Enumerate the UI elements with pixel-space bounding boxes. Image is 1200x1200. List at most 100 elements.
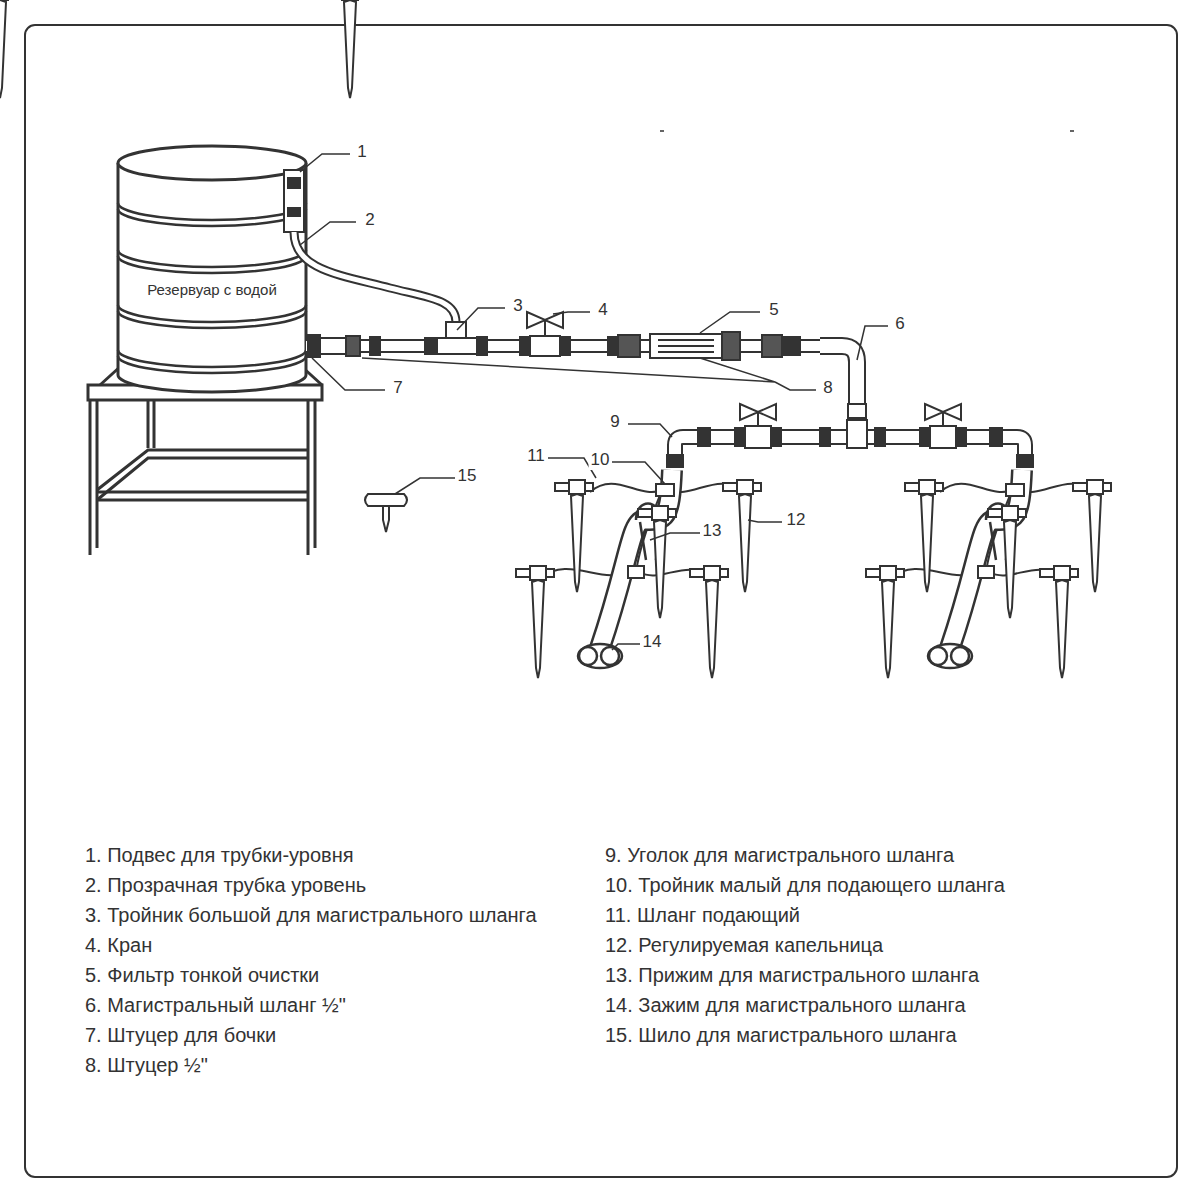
water-barrel [118, 203, 306, 226]
pipe-fitting [667, 420, 1033, 467]
barrel-stand [97, 492, 308, 500]
pipe-fitting [308, 335, 320, 357]
pipe-fitting [722, 332, 740, 360]
part-list-item: 10. Тройник малый для подающего шланга [605, 870, 1165, 900]
part-list-item: 14. Зажим для магистрального шланга [605, 990, 1165, 1020]
dripper-cluster [516, 566, 554, 678]
tube-holder [288, 208, 300, 216]
barrel-stand [90, 400, 315, 555]
part-list-item: 1. Подвес для трубки-уровня [85, 840, 555, 870]
valve-handle [925, 404, 961, 426]
callout-number: 15 [456, 466, 479, 486]
callout-number: 8 [821, 378, 834, 398]
tank-label-box: Резервуар с водой [143, 279, 281, 301]
barrel-stand [97, 450, 308, 500]
dripper-cluster [555, 480, 593, 592]
level-tube [294, 232, 456, 322]
leader-line [553, 312, 590, 314]
water-barrel [118, 250, 306, 273]
barrel-stand [88, 365, 322, 555]
legend-column: 1. Подвес для трубки-уровня2. Прозрачная… [85, 840, 555, 1080]
tube-holder [284, 170, 304, 232]
callout-number: 14 [641, 632, 664, 652]
pipe-fitting [735, 428, 745, 446]
callout-number: 7 [391, 378, 404, 398]
part-list-item: 7. Штуцер для бочки [85, 1020, 555, 1050]
water-barrel [118, 146, 306, 180]
leader-line [362, 358, 816, 390]
callout-number: 11 [525, 446, 547, 466]
pipe-fitting [560, 337, 570, 355]
pipe-fitting [745, 426, 771, 448]
pipe-fitting [956, 428, 966, 446]
water-barrel [118, 163, 306, 392]
pipe-fitting [308, 322, 866, 418]
water-barrel [118, 305, 306, 328]
pipe-fitting [370, 337, 380, 355]
stray-mark [660, 130, 1074, 132]
pipe-fitting [650, 334, 722, 358]
hose-awl [365, 494, 407, 532]
part-list-item: 15. Шило для магистрального шланга [605, 1020, 1165, 1050]
dripper-cluster [866, 566, 904, 678]
leader-line [650, 533, 700, 540]
dripper-cluster [690, 566, 728, 678]
part-list-item: 4. Кран [85, 930, 555, 960]
pipe-fitting [437, 338, 477, 354]
pipe-fitting [346, 336, 360, 356]
leader-line [612, 644, 640, 650]
pipe-fitting [920, 428, 930, 446]
pipe-fitting [1017, 455, 1033, 467]
callout-number: 13 [701, 521, 724, 541]
part-list-item: 9. Уголок для магистрального шланга [605, 840, 1165, 870]
dripper-cluster [0, 0, 761, 678]
dripper-cluster [905, 480, 943, 592]
pipe-fitting [990, 428, 1002, 446]
leader-line [300, 222, 356, 245]
pipe-fitting [608, 337, 618, 355]
callout-number: 5 [767, 300, 780, 320]
pipe-fitting [820, 428, 830, 446]
pipe-fitting [477, 337, 487, 355]
part-list-item: 2. Прозрачная трубка уровень [85, 870, 555, 900]
leader-line [748, 520, 782, 522]
callout-number: 4 [596, 300, 609, 320]
pipe-fitting [762, 335, 782, 357]
part-list-item: 12. Регулируемая капельница [605, 930, 1165, 960]
water-barrel [118, 203, 306, 373]
leader-line [395, 478, 455, 494]
water-barrel [118, 350, 306, 373]
valve-handle [740, 404, 776, 426]
dripper-cluster [988, 506, 1026, 618]
leader-line [457, 308, 505, 330]
tube-holder [288, 178, 300, 188]
leader-line [628, 424, 672, 437]
callout-number: 9 [608, 412, 621, 432]
dripper-cluster [328, 0, 1092, 668]
callout-number: 3 [511, 296, 524, 316]
leader-line [300, 154, 350, 172]
pipe-fitting [782, 337, 800, 355]
part-list-item: 6. Магистральный шланг ½" [85, 990, 555, 1020]
barrel-stand [148, 400, 154, 448]
pipe-fitting [698, 428, 710, 446]
part-list-item: 3. Тройник большой для магистрального шл… [85, 900, 555, 930]
pipe-fitting [520, 337, 530, 355]
page-frame [25, 25, 1177, 1177]
level-tube [294, 232, 456, 322]
dripper-cluster [638, 506, 676, 618]
pipe-fitting [848, 404, 866, 418]
leader-line [857, 326, 888, 360]
part-list-item: 13. Прижим для магистрального шланга [605, 960, 1165, 990]
tank-label: Резервуар с водой [143, 281, 281, 299]
dripper-cluster [0, 0, 742, 668]
pipe-fitting [847, 420, 867, 448]
pipe-fitting [618, 335, 640, 357]
part-list-item: 8. Штуцер ½" [85, 1050, 555, 1080]
leader-line [700, 312, 760, 333]
leader-line [300, 154, 888, 650]
pipe-fitting [771, 428, 781, 446]
callout-number: 10 [589, 450, 612, 470]
